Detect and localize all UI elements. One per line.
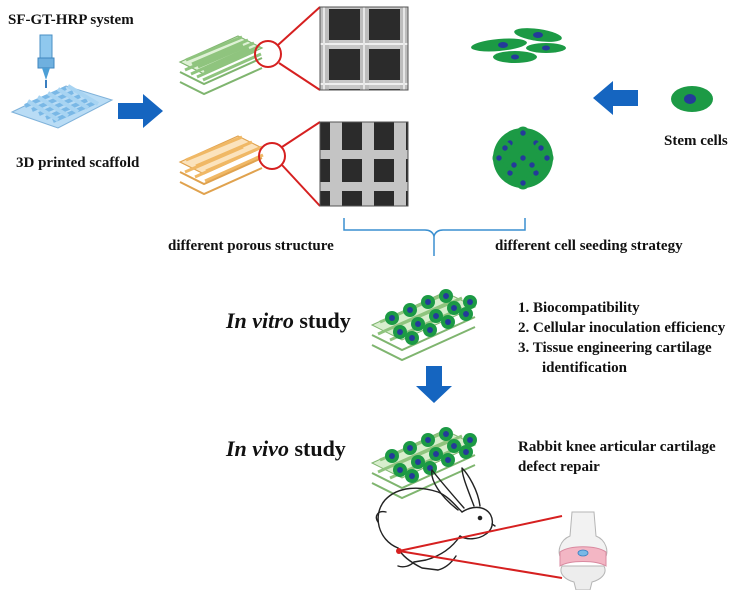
cell-icon [534, 141, 548, 155]
cell-icon [492, 126, 554, 190]
cell-icon [429, 447, 443, 461]
cell-icon [411, 455, 425, 469]
cell-icon [421, 433, 435, 447]
system-title: SF-GT-HRP system [8, 12, 134, 28]
cell-icon [516, 176, 530, 190]
in-vitro-title: In vitro study [226, 308, 351, 333]
cell-icon [423, 323, 437, 337]
cell-icon [385, 311, 399, 325]
cell-icon [405, 469, 419, 483]
bracket [343, 218, 526, 256]
cell-icon [492, 151, 506, 165]
cell-icon [447, 301, 461, 315]
cell-icon [411, 317, 425, 331]
cell-icon [441, 453, 455, 467]
sem-image [319, 6, 409, 91]
cell-icon [405, 331, 419, 345]
zoom-circle [254, 40, 282, 68]
cell-icon [403, 303, 417, 317]
cell-icon [421, 295, 435, 309]
cell-icon [498, 141, 512, 155]
in-vivo-rest: study [288, 436, 346, 461]
arrow-icon [593, 81, 638, 115]
cell-icon [439, 427, 453, 441]
cell-icon [393, 463, 407, 477]
porous-structure-label: different porous structure [168, 238, 334, 254]
cell-icon [525, 158, 539, 172]
cell-icon [459, 445, 473, 459]
sem-image [319, 121, 409, 207]
in-vivo-desc-line2: defect repair [518, 459, 600, 475]
in-vivo-desc-line1: Rabbit knee articular cartilage [518, 439, 716, 455]
cell-icon [507, 158, 521, 172]
cell-icon [540, 151, 554, 165]
cell-icon [463, 295, 477, 309]
in-vitro-italic: In vitro [226, 308, 294, 333]
cell-icon [671, 86, 713, 112]
cell-icon [441, 315, 455, 329]
cell-icon [471, 28, 566, 63]
cell-icon [463, 433, 477, 447]
cell-icon [447, 439, 461, 453]
in-vivo-title: In vivo study [226, 436, 346, 461]
scaffold-icon [370, 289, 477, 362]
in-vitro-item-1: 1. Biocompatibility [518, 300, 640, 316]
in-vivo-italic: In vivo [226, 436, 289, 461]
knee-pointer [396, 515, 563, 579]
knee-joint-icon [558, 511, 608, 590]
cell-icon [403, 441, 417, 455]
stem-cells-label: Stem cells [664, 133, 728, 149]
cell-icon [459, 307, 473, 321]
in-vitro-item-2: 2. Cellular inoculation efficiency [518, 320, 726, 336]
in-vitro-rest: study [293, 308, 351, 333]
cell-icon [439, 289, 453, 303]
arrow-icon [416, 366, 452, 403]
cell-icon [385, 449, 399, 463]
arrow-icon [118, 94, 163, 128]
scaffold-label: 3D printed scaffold [16, 155, 140, 171]
rabbit-icon [375, 467, 496, 571]
in-vitro-item-3-cont: identification [542, 360, 627, 376]
seeding-strategy-label: different cell seeding strategy [495, 238, 683, 254]
scaffold-icon [178, 135, 264, 196]
cell-icon [393, 325, 407, 339]
cell-icon [516, 151, 530, 165]
scaffold-icon [178, 35, 264, 96]
cell-icon [516, 126, 530, 140]
scaffold-icon [370, 427, 477, 500]
bioprinter-icon [10, 34, 114, 129]
in-vitro-item-3: 3. Tissue engineering cartilage [518, 340, 712, 356]
zoom-circle [258, 142, 286, 170]
cell-icon [429, 309, 443, 323]
